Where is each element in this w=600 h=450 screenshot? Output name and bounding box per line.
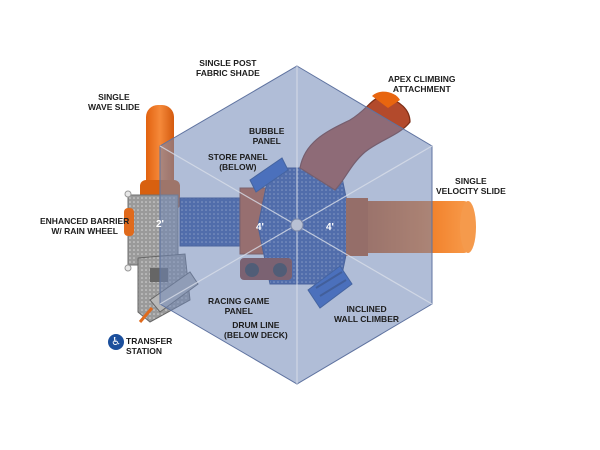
label-drum-line: DRUM LINE(BELOW DECK) [224,320,288,340]
wheelchair-icon: ♿ [108,334,124,350]
dimension-left-deck: 2' [156,219,164,230]
label-store-panel: STORE PANEL(BELOW) [208,152,268,172]
fabric-shade [159,65,433,385]
dimension-center-left: 4' [256,222,264,233]
dimension-center-right: 4' [326,222,334,233]
